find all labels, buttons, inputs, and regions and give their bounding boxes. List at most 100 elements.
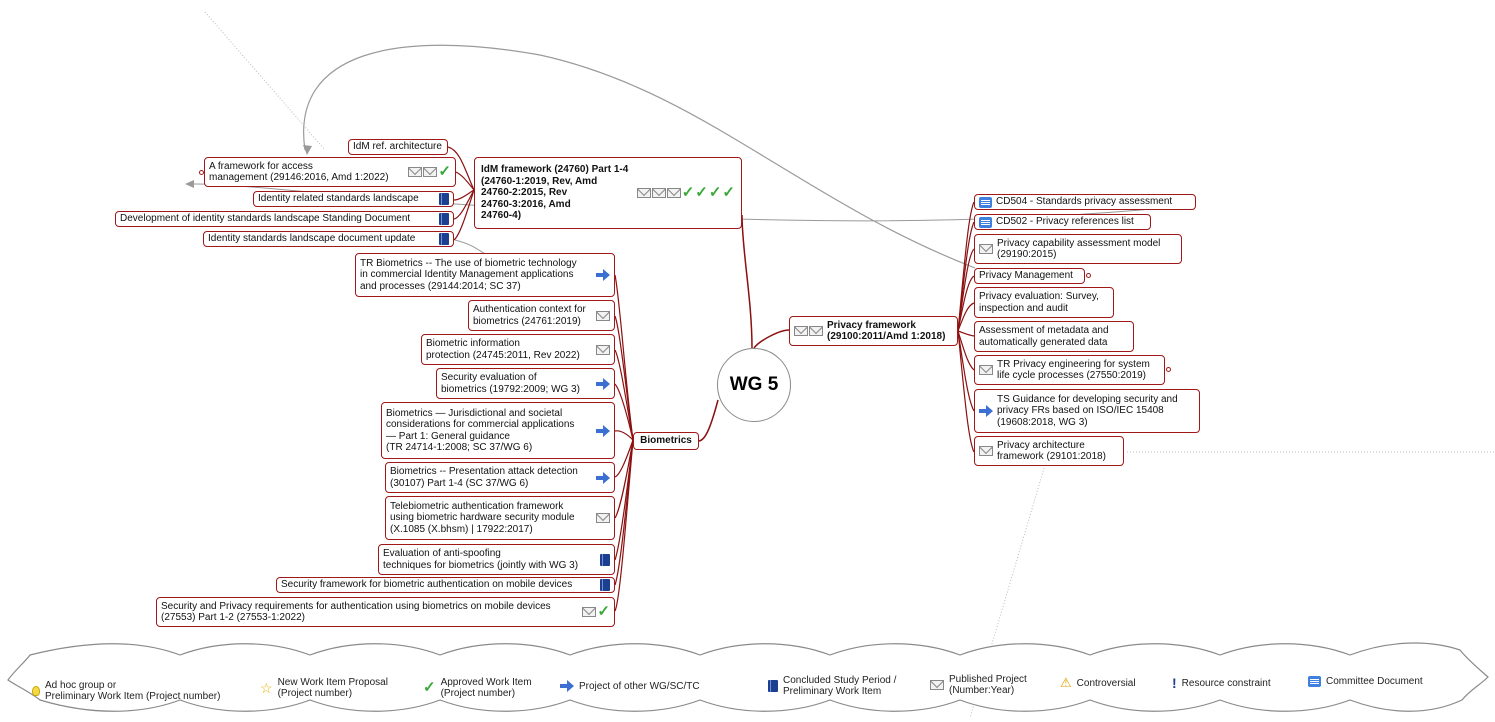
envelope-icon bbox=[930, 680, 944, 690]
envelope-icon bbox=[408, 167, 423, 177]
envelope-icon bbox=[979, 446, 993, 456]
biometrics-child-node[interactable]: Security and Privacy requirements for au… bbox=[156, 597, 615, 627]
arrow-icon bbox=[596, 377, 610, 390]
folder-icon bbox=[1308, 676, 1321, 687]
privacy-child-node[interactable]: Privacy Management bbox=[974, 268, 1085, 284]
arrow-icon bbox=[596, 471, 610, 484]
dotted-link bbox=[204, 11, 326, 151]
check-icon: ✓ bbox=[681, 184, 695, 201]
privacy-child-node[interactable]: CD502 - Privacy references list bbox=[974, 214, 1151, 230]
legend-item: Committee Document bbox=[1308, 676, 1423, 687]
legend-label: Published Project (Number:Year) bbox=[949, 674, 1027, 696]
legend-item: Concluded Study Period / Preliminary Wor… bbox=[768, 675, 896, 697]
star-icon: ☆ bbox=[260, 680, 273, 696]
biometrics-child-label: Authentication context for biometrics (2… bbox=[473, 304, 586, 327]
envelope-icon bbox=[596, 310, 610, 321]
legend-label: Approved Work Item (Project number) bbox=[440, 677, 532, 699]
envelope-icon bbox=[636, 188, 651, 198]
privacy-child-node[interactable]: Assessment of metadata and automatically… bbox=[974, 321, 1134, 352]
biometrics-child-node[interactable]: Authentication context for biometrics (2… bbox=[468, 300, 615, 331]
privacy-child-label: CD502 - Privacy references list bbox=[996, 216, 1134, 228]
biometrics-child-node[interactable]: Evaluation of anti-spoofing techniques f… bbox=[378, 544, 615, 575]
envelope-icon bbox=[979, 365, 993, 375]
check-icon: ✓ bbox=[597, 603, 610, 620]
biometrics-child-node[interactable]: Biometric information protection (24745:… bbox=[421, 334, 615, 365]
relationship-arc bbox=[454, 239, 487, 255]
privacy-child-links bbox=[957, 201, 975, 453]
idm-child-node[interactable]: Identity standards landscape document up… bbox=[203, 231, 454, 247]
envelope-icon bbox=[979, 244, 993, 254]
envelope-icon bbox=[596, 513, 610, 523]
privacy-child-label: Privacy capability assessment model (291… bbox=[997, 237, 1161, 261]
idm-child-node[interactable]: IdM ref. architecture bbox=[348, 139, 448, 155]
biometrics-child-node[interactable]: Biometrics -- Presentation attack detect… bbox=[385, 462, 615, 493]
privacy-child-label: CD504 - Standards privacy assessment bbox=[996, 196, 1173, 208]
biometrics-child-node[interactable]: Biometrics — Jurisdictional and societal… bbox=[381, 402, 615, 459]
check-icon: ✓ bbox=[695, 184, 708, 201]
legend-item: ☆ New Work Item Proposal (Project number… bbox=[260, 677, 388, 699]
legend-label: Committee Document bbox=[1326, 676, 1423, 687]
idm-child-label: Development of identity standards landsc… bbox=[120, 213, 411, 225]
idm-child-label: A framework for access management (29146… bbox=[209, 160, 389, 184]
legend-label: New Work Item Proposal (Project number) bbox=[277, 677, 388, 699]
privacy-child-label: Privacy architecture framework (29101:20… bbox=[997, 439, 1106, 463]
collapse-toggle[interactable] bbox=[1166, 367, 1171, 372]
envelope-icon bbox=[596, 344, 610, 355]
legend-item: ! Resource constraint bbox=[1172, 676, 1271, 690]
privacy-child-label: TS Guidance for developing security and … bbox=[997, 393, 1178, 428]
legend-label: Controversial bbox=[1076, 677, 1136, 689]
legend-label: Ad hoc group or Preliminary Work Item (P… bbox=[45, 680, 221, 702]
folder-icon bbox=[979, 196, 992, 208]
status-icons: ✓ bbox=[408, 163, 451, 180]
legend-label: Project of other WG/SC/TC bbox=[579, 680, 700, 692]
biometrics-child-label: Biometrics — Jurisdictional and societal… bbox=[386, 407, 575, 454]
biometrics-child-links bbox=[614, 274, 634, 612]
idm-child-node[interactable]: Development of identity standards landsc… bbox=[115, 211, 454, 227]
privacy-child-node[interactable]: Privacy architecture framework (29101:20… bbox=[974, 436, 1124, 466]
privacy-child-node[interactable]: TS Guidance for developing security and … bbox=[974, 389, 1200, 433]
envelope-icon bbox=[666, 188, 681, 198]
privacy-framework-node[interactable]: Privacy framework (29100:2011/Amd 1:2018… bbox=[789, 316, 958, 346]
check-icon: ✓ bbox=[438, 163, 451, 180]
privacy-child-node[interactable]: CD504 - Standards privacy assessment bbox=[974, 194, 1196, 210]
status-icons: ✓ bbox=[582, 603, 610, 620]
status-icons bbox=[794, 326, 823, 336]
privacy-child-node[interactable]: Privacy evaluation: Survey, inspection a… bbox=[974, 287, 1114, 318]
check-icon: ✓ bbox=[423, 679, 436, 696]
branch-biometrics bbox=[698, 399, 719, 442]
biometrics-child-node[interactable]: TR Biometrics -- The use of biometric te… bbox=[355, 253, 615, 297]
envelope-icon bbox=[423, 167, 438, 177]
biometrics-label: Biometrics bbox=[640, 435, 692, 447]
biometrics-child-label: TR Biometrics -- The use of biometric te… bbox=[360, 257, 577, 292]
biometrics-node[interactable]: Biometrics bbox=[633, 432, 699, 450]
envelope-icon bbox=[651, 188, 666, 198]
legend-item: ✓ Approved Work Item (Project number) bbox=[423, 677, 532, 699]
book-icon bbox=[600, 553, 610, 566]
idm-child-label: Identity standards landscape document up… bbox=[208, 233, 416, 245]
central-topic-label: WG 5 bbox=[729, 374, 779, 395]
idm-child-node[interactable]: Identity related standards landscape bbox=[253, 191, 454, 207]
check-icon: ✓ bbox=[708, 184, 722, 201]
warning-icon: ⚠ bbox=[1060, 675, 1072, 690]
central-topic-node[interactable]: WG 5 bbox=[717, 348, 791, 422]
biometrics-child-node[interactable]: Security evaluation of biometrics (19792… bbox=[436, 368, 615, 399]
biometrics-child-label: Security evaluation of biometrics (19792… bbox=[441, 372, 580, 395]
privacy-framework-label: Privacy framework (29100:2011/Amd 1:2018… bbox=[827, 319, 946, 343]
idm-framework-node[interactable]: IdM framework (24760) Part 1-4 (24760-1:… bbox=[474, 157, 742, 229]
legend-item: ⚠ Controversial bbox=[1060, 675, 1136, 690]
biometrics-child-label: Biometric information protection (24745:… bbox=[426, 338, 580, 361]
envelope-icon bbox=[809, 326, 823, 336]
legend-label: Concluded Study Period / Preliminary Wor… bbox=[783, 675, 897, 697]
collapse-toggle[interactable] bbox=[1086, 273, 1091, 278]
privacy-child-label: TR Privacy engineering for system life c… bbox=[997, 358, 1150, 382]
bulb-icon bbox=[32, 686, 40, 696]
privacy-child-node[interactable]: TR Privacy engineering for system life c… bbox=[974, 355, 1165, 385]
biometrics-child-node[interactable]: Telebiometric authentication framework u… bbox=[385, 496, 615, 540]
biometrics-child-node[interactable]: Security framework for biometric authent… bbox=[276, 577, 615, 593]
biometrics-child-label: Biometrics -- Presentation attack detect… bbox=[390, 466, 578, 489]
privacy-child-node[interactable]: Privacy capability assessment model (291… bbox=[974, 234, 1182, 264]
idm-child-node[interactable]: A framework for access management (29146… bbox=[204, 157, 456, 187]
arrowhead bbox=[303, 145, 312, 155]
collapse-toggle[interactable] bbox=[199, 170, 204, 175]
